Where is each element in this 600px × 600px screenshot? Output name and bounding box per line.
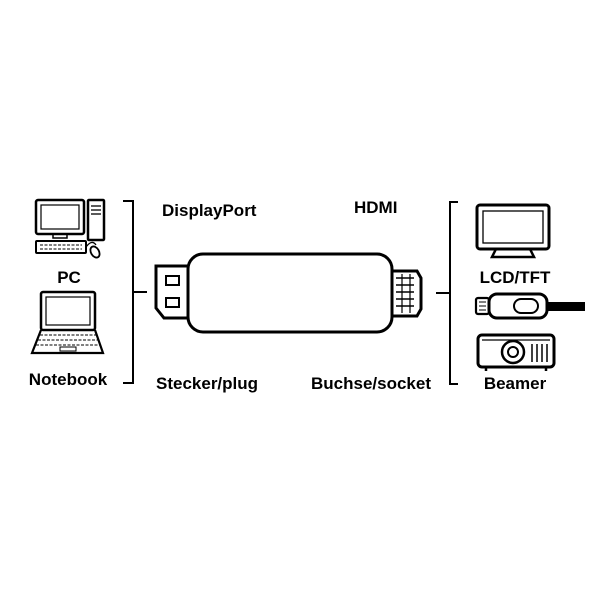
hdmi-label: HDMI <box>354 198 397 217</box>
displayport-label: DisplayPort <box>162 201 257 220</box>
adapter <box>154 252 423 334</box>
notebook-icon <box>30 290 105 355</box>
adapter-body <box>186 252 394 334</box>
notebook-label: Notebook <box>29 370 108 389</box>
socket-label: Buchse/socket <box>311 374 431 393</box>
hdmi-socket-icon <box>390 269 423 318</box>
plug-label: Stecker/plug <box>156 374 258 393</box>
right-bracket <box>436 201 458 385</box>
desktop-pc-icon <box>34 198 106 259</box>
lcd-label: LCD/TFT <box>480 268 551 287</box>
beamer-label: Beamer <box>484 374 547 393</box>
pc-label: PC <box>57 268 81 287</box>
displayport-plug-icon <box>154 264 194 320</box>
hdmi-cable-icon <box>474 292 585 320</box>
left-bracket <box>123 200 147 384</box>
projector-icon <box>476 333 556 371</box>
monitor-icon <box>475 203 551 259</box>
